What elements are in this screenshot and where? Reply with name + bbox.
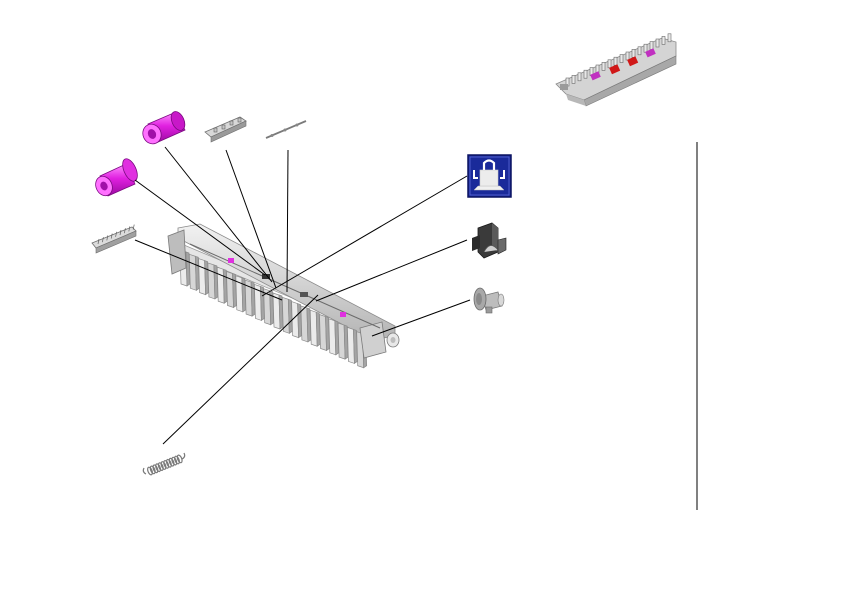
clip-holder[interactable] (472, 222, 507, 259)
leader-lines (134, 146, 471, 445)
overview-tooth (661, 36, 666, 45)
spring-coil (155, 463, 162, 473)
spring-coil (163, 460, 170, 469)
comb-guide[interactable] (91, 224, 137, 254)
spring-coil (157, 462, 164, 471)
spring-coil (174, 455, 180, 465)
overview-tooth (649, 41, 654, 50)
shaft-pin[interactable] (265, 120, 307, 139)
comb-tooth (132, 224, 135, 230)
leader-bracket-plate (225, 149, 277, 289)
overview-tooth (613, 56, 618, 66)
main-guide-assembly[interactable] (167, 223, 400, 369)
roller-upper[interactable] (140, 109, 188, 146)
overview-tooth (655, 38, 660, 48)
spring-coil (147, 466, 153, 476)
spring-coil (165, 458, 172, 468)
leader-flanged-bushing (371, 299, 471, 337)
comb-tooth (128, 226, 131, 232)
spring-coil (152, 464, 159, 474)
actuator-lever-selected[interactable] (467, 154, 512, 198)
overview-tooth (607, 59, 612, 69)
roller-lower[interactable] (93, 157, 141, 199)
comb-tooth (97, 238, 100, 245)
spring-coil (149, 465, 156, 475)
spring-coil (168, 457, 175, 467)
overview-assembly[interactable] (555, 33, 677, 107)
overview-tooth (631, 49, 636, 58)
overview-tooth (667, 33, 672, 43)
leader-roller-upper (164, 146, 273, 283)
comb-tooth (115, 231, 117, 237)
comb-tooth (102, 237, 104, 243)
comb-tooth (106, 235, 109, 241)
overview-tooth (619, 54, 624, 63)
comb-tooth (119, 229, 122, 236)
overview-tooth (571, 75, 576, 84)
overview-tooth (601, 62, 606, 71)
coil-spring[interactable] (142, 452, 186, 476)
leader-actuator-lever (261, 175, 468, 297)
leader-shaft-pin (286, 149, 289, 293)
overview-tooth (637, 46, 642, 56)
comb-tooth (124, 228, 126, 234)
leader-clip-holder (315, 239, 468, 302)
leader-coil-spring (162, 294, 319, 445)
overview-tooth (583, 69, 588, 79)
leader-roller-lower (134, 179, 266, 276)
overview-tooth (625, 51, 630, 61)
bracket-plate[interactable] (204, 116, 247, 143)
flanged-bushing[interactable] (473, 287, 505, 314)
spring-coil (176, 454, 183, 464)
spring-coil (160, 461, 167, 470)
leader-comb-guide (134, 239, 283, 301)
spring-coil (171, 456, 178, 466)
comb-tooth (110, 233, 113, 239)
overview-tooth (577, 72, 582, 82)
overview-tooth (643, 43, 648, 53)
